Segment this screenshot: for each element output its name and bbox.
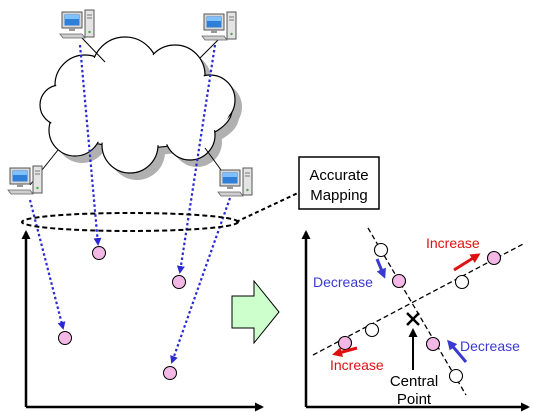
increase-label-top: Increase (426, 235, 480, 251)
central-label-line1: Central (390, 373, 438, 390)
mapped-point (92, 246, 106, 260)
actual-point (486, 250, 502, 266)
mapped-points (58, 246, 186, 380)
network-cloud-icon (39, 36, 242, 180)
callout-line1: Accurate (309, 167, 368, 184)
callout-line2: Mapping (310, 187, 368, 204)
mapping-slice (21, 212, 239, 232)
projected-points (364, 242, 470, 384)
central-label-line2: Point (397, 391, 432, 408)
decrease-arrow-right (447, 339, 468, 363)
projected-point (454, 274, 470, 290)
actual-point (425, 336, 441, 352)
computer-icon (7, 165, 43, 195)
projected-point (364, 322, 380, 338)
decrease-label-left: Decrease (313, 274, 373, 290)
computer-icon (217, 167, 253, 197)
projected-point (373, 242, 389, 258)
decrease-label-right: Decrease (460, 338, 520, 354)
actual-point (391, 273, 407, 289)
computer-icon (59, 9, 95, 39)
projected-point (448, 368, 464, 384)
increase-arrow-top (453, 253, 481, 272)
increase-label-bottom: Increase (330, 357, 384, 373)
actual-points (337, 250, 502, 352)
mapped-point (58, 331, 72, 345)
left-axes (21, 230, 264, 412)
increase-arrow-bottom (332, 346, 358, 357)
cross-mark-icon (406, 312, 420, 326)
transform-arrow-icon (231, 279, 280, 345)
actual-point (337, 335, 353, 351)
mapping-arrows (28, 44, 232, 364)
right-axes (301, 230, 530, 412)
decrease-arrow-left (375, 258, 386, 279)
accurate-mapping-callout: Accurate Mapping (298, 156, 380, 210)
mapped-point (172, 275, 186, 289)
callout-connector (235, 191, 301, 223)
mapped-point (163, 366, 177, 380)
computer-icon (201, 11, 237, 41)
